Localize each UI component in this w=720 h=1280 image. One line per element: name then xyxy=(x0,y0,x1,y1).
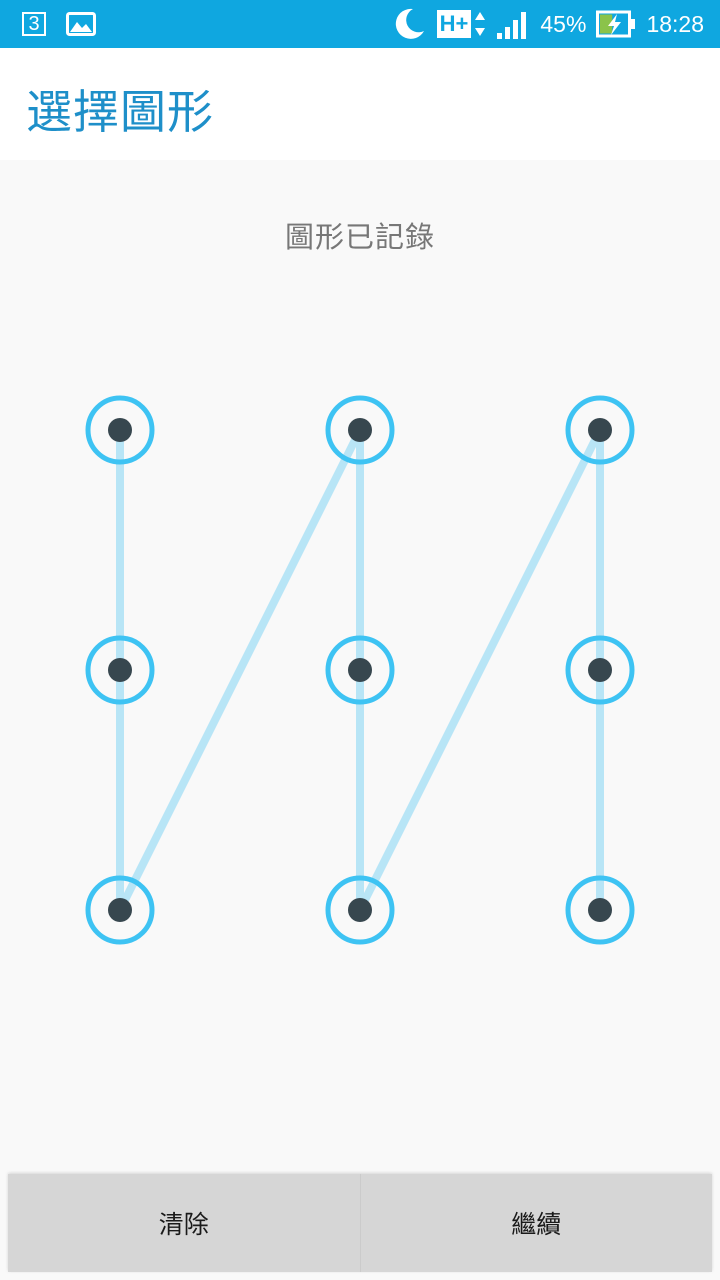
pattern-node-ring xyxy=(85,875,155,945)
image-icon xyxy=(66,12,96,36)
pattern-node-ring xyxy=(325,875,395,945)
pattern-node-dot xyxy=(588,418,612,442)
pattern-node[interactable] xyxy=(565,635,635,705)
status-bar: 3 H+ 45% 18:28 xyxy=(0,0,720,48)
pattern-node[interactable] xyxy=(565,875,635,945)
pattern-node-dot xyxy=(348,658,372,682)
pattern-line xyxy=(116,426,364,914)
pattern-node[interactable] xyxy=(85,635,155,705)
pattern-node-ring xyxy=(85,635,155,705)
clear-button[interactable]: 清除 xyxy=(8,1174,360,1272)
pattern-status-text: 圖形已記錄 xyxy=(284,220,435,254)
pattern-node-dot xyxy=(108,658,132,682)
page-title: 選擇圖形 xyxy=(26,85,214,139)
pattern-node-dot xyxy=(348,418,372,442)
pattern-node-dot xyxy=(588,898,612,922)
pattern-node[interactable] xyxy=(85,395,155,465)
continue-button[interactable]: 繼續 xyxy=(359,1174,712,1272)
data-arrows-icon xyxy=(475,12,486,36)
pattern-node-ring xyxy=(85,395,155,465)
pattern-node-ring xyxy=(565,635,635,705)
moon-icon xyxy=(395,8,424,39)
pattern-line xyxy=(356,426,604,914)
pattern-node[interactable] xyxy=(325,395,395,465)
pattern-node[interactable] xyxy=(325,635,395,705)
pattern-node-dot xyxy=(108,418,132,442)
pattern-node[interactable] xyxy=(565,395,635,465)
bottom-button-bar: 清除 繼續 xyxy=(8,1174,712,1272)
battery-charging-icon xyxy=(596,10,636,38)
pattern-node[interactable] xyxy=(85,875,155,945)
pattern-node-dot xyxy=(588,658,612,682)
app-bar: 選擇圖形 xyxy=(0,48,720,160)
battery-percent: 45% xyxy=(540,10,587,37)
pattern-node-ring xyxy=(325,395,395,465)
notification-count-icon: 3 xyxy=(22,12,46,36)
pattern-node-dot xyxy=(348,898,372,922)
pattern-node-dot xyxy=(108,898,132,922)
pattern-node[interactable] xyxy=(325,875,395,945)
network-hplus-icon: H+ xyxy=(436,10,487,38)
pattern-node-ring xyxy=(325,635,395,705)
pattern-node-ring xyxy=(565,395,635,465)
clock: 18:28 xyxy=(646,10,704,37)
pattern-node-ring xyxy=(565,875,635,945)
signal-icon xyxy=(497,12,527,39)
